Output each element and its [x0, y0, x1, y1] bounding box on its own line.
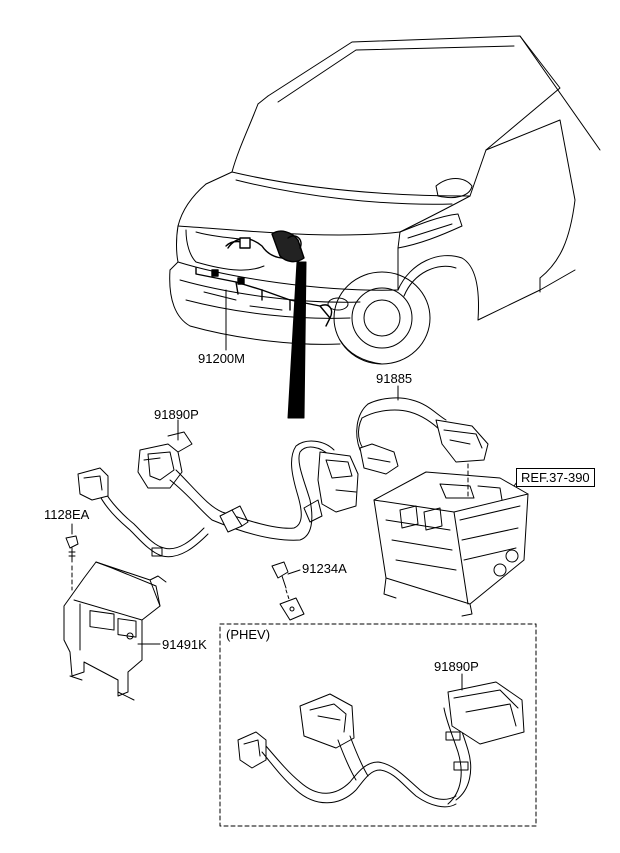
charger-cable-assembly [356, 385, 489, 475]
label-91234A: 91234A [302, 561, 347, 576]
phev-harness-assembly [237, 673, 525, 808]
label-ref-37-390: REF.37-390 [516, 468, 595, 487]
hv-harness-assembly [77, 419, 359, 558]
callout-wedge [287, 261, 307, 419]
front-harness-on-vehicle [195, 230, 333, 327]
label-91885: 91885 [376, 371, 413, 386]
vehicle-outline [169, 35, 601, 365]
inverter-unit [373, 463, 529, 617]
label-91491K: 91491K [162, 637, 207, 652]
phev-box [219, 623, 537, 827]
label-phev-91890P: 91890P [434, 659, 479, 674]
bolt-1128EA [65, 523, 79, 591]
label-91200M: 91200M [198, 351, 245, 366]
bolt-91234A [271, 561, 305, 621]
label-1128EA: 1128EA [44, 507, 90, 522]
bracket-91491K [63, 561, 167, 701]
label-phev: (PHEV) [226, 627, 271, 642]
label-91890P: 91890P [154, 407, 199, 422]
